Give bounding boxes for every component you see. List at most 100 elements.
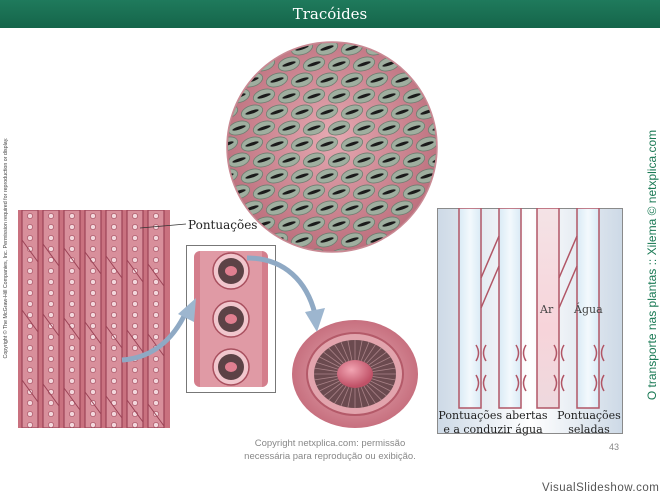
tracheid-pit [90,290,96,296]
tracheid-pit [111,301,117,307]
membrane-strand [314,376,338,381]
tracheid-end [126,399,144,423]
tracheid-pit [111,356,117,362]
tracheid-pit [153,213,159,219]
tracheid-end [126,329,144,353]
tracheid-cell [21,210,39,428]
tracheid-pit [69,389,75,395]
pit-cell [402,152,426,168]
membrane-strand [319,380,340,392]
tracheid-pit [90,323,96,329]
tracheid-pit [90,279,96,285]
pit-cell [352,120,376,136]
pit-cell [290,72,314,88]
membrane-strand [340,387,350,407]
tracheid-pit [27,257,33,263]
caption-open-line2: e a conduzir água [443,423,543,436]
tracheid-pit [27,268,33,274]
footer-copyright-line2: necessária para reprodução ou exibição. [244,451,416,462]
tracheid-pit [132,367,138,373]
zoom-arrow-1 [121,298,196,363]
pit-cell [415,232,436,248]
tracheid-pit [69,224,75,230]
slide-title: Tracóides [0,0,660,28]
tracheid-pit [27,345,33,351]
pit-membrane-mark [475,374,487,392]
tracheid-pit [27,224,33,230]
tracheid-pit [27,334,33,340]
tracheid-pit [90,224,96,230]
tracheid-cell [105,210,123,428]
pit-membrane-mark [593,344,605,362]
pit-cell [290,200,314,216]
pit-cell [365,136,389,152]
tracheid-pit [48,213,54,219]
pit-cell [415,136,436,152]
tracheid-pit [132,246,138,252]
tracheid-pit [111,235,117,241]
left-copyright-text: Copyright © The McGraw-Hill Companies, I… [3,137,9,359]
tracheid-pit [153,312,159,318]
membrane-strand [368,351,387,366]
tracheid-pit [48,334,54,340]
tracheid-end [126,259,144,283]
pit-cell [327,56,351,72]
tracheid-end [21,309,39,333]
tracheid-pit [27,235,33,241]
tracheid-pit [153,257,159,263]
pit-cell [340,136,364,152]
tracheid-pit [132,224,138,230]
tracheid-pit [132,312,138,318]
tracheid-pit [111,290,117,296]
pit-cell [327,120,351,136]
tracheid-end [105,395,123,419]
tracheid-pit [69,290,75,296]
tracheid-pit [132,213,138,219]
tracheid-end [147,403,165,427]
tracheid-pit [48,400,54,406]
pit-cell [340,72,364,88]
pit-cell [265,104,289,120]
tracheid-pit [69,411,75,417]
membrane-strand [334,344,347,363]
pit-cell [315,136,339,152]
pontuacoes-pointer [140,223,187,229]
tracheid-pit [48,246,54,252]
tracheid-pit [90,411,96,417]
pit-cell [377,152,401,168]
tracheid-pit [69,312,75,318]
tracheid-pit [48,312,54,318]
tracheid-pit [111,367,117,373]
pit-cell [315,72,339,88]
tracheid-pit [69,345,75,351]
pit-cell [228,200,239,216]
tracheid-pit [27,301,33,307]
membrane-strand [316,361,339,370]
pit-cell [302,184,326,200]
membrane-strand [319,356,340,368]
pit-cell [415,43,436,56]
pit-cell [340,168,364,184]
pit-cell [390,168,414,184]
pit-cell [302,152,326,168]
membrane-strand [363,344,376,363]
tracheid-pit [90,246,96,252]
tracheid-pit [27,378,33,384]
air-label: Ar [540,303,554,316]
tracheid-pit [27,323,33,329]
pit-cell [390,200,414,216]
tracheid-pit [111,246,117,252]
zoom-pit-torus [225,314,237,324]
tracheid-end [63,317,81,341]
membrane-strand [314,367,338,372]
tracheid-pit [111,279,117,285]
tracheid-pit [90,378,96,384]
pit-cell [377,248,401,251]
pit-membrane-mark [515,374,527,392]
pit-cell [290,136,314,152]
pit-cell [252,184,276,200]
pit-cell [277,152,301,168]
tracheid-pit [69,334,75,340]
pit-cell [315,104,339,120]
pit-cell [290,232,314,248]
